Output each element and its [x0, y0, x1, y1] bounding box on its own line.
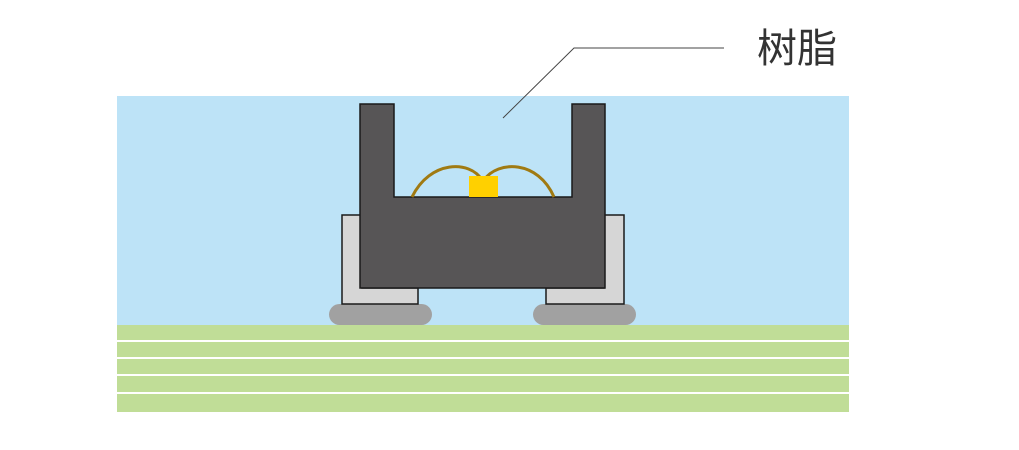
bond-wire-right	[482, 165, 556, 198]
package-body	[359, 103, 606, 289]
substrate-board	[117, 325, 849, 412]
leader-line	[502, 47, 724, 119]
resin-label: 树脂	[757, 26, 837, 72]
chip-die	[469, 176, 498, 197]
bond-wire-left	[410, 165, 484, 198]
solder-pad-left	[329, 304, 432, 325]
solder-pad-right	[533, 304, 636, 325]
substrate	[117, 325, 849, 412]
